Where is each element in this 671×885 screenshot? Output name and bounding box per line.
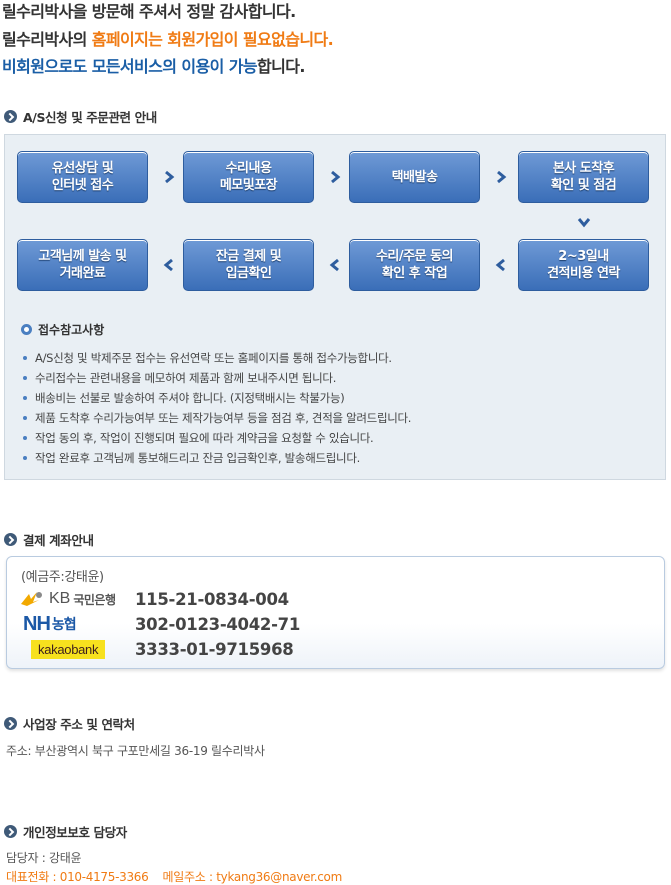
kb-account-number: 115-21-0834-004 bbox=[135, 589, 289, 609]
step-2-button: 수리내용 메모및포장 bbox=[183, 151, 314, 203]
address-section-title: 사업장 주소 및 연락처 bbox=[23, 717, 135, 732]
step-4-line-2: 확인 및 점검 bbox=[550, 178, 617, 193]
step-8-line-1: 고객님께 발송 및 bbox=[38, 249, 127, 264]
step-8-button: 고객님께 발송 및 거래완료 bbox=[17, 239, 148, 291]
kb-bank-mark: KB bbox=[49, 590, 71, 607]
payment-account-box: (예금주:강태윤) KB 국민은행 115-21-0834-004 NH 농협 … bbox=[6, 556, 665, 669]
arrow-left-icon bbox=[328, 258, 342, 272]
payment-section-title: 결제 계좌안내 bbox=[23, 533, 94, 548]
notes-list: A/S신청 및 박제주문 접수는 유선연락 또는 홈페이지를 통해 접수가능합니… bbox=[19, 348, 411, 468]
kb-bank-logo: KB 국민은행 bbox=[19, 588, 135, 610]
list-item: A/S신청 및 박제주문 접수는 유선연락 또는 홈페이지를 통해 접수가능합니… bbox=[19, 348, 411, 368]
step-4-button: 본사 도착후 확인 및 점검 bbox=[518, 151, 649, 203]
reception-notes: 접수참고사항 A/S신청 및 박제주문 접수는 유선연락 또는 홈페이지를 통해… bbox=[19, 321, 411, 468]
privacy-section-heading: 개인정보보호 담당자 bbox=[4, 822, 127, 841]
chevron-circle-icon bbox=[4, 825, 17, 838]
as-process-panel: 유선상담 및 인터넷 접수 수리내용 메모및포장 택배발송 본사 도착후 확인 … bbox=[4, 134, 666, 480]
list-item: 배송비는 선불로 발송하여 주셔야 합니다. (지정택배시는 착불가능) bbox=[19, 388, 411, 408]
address-section-heading: 사업장 주소 및 연락처 bbox=[4, 714, 135, 733]
arrow-down-icon bbox=[577, 215, 591, 229]
chevron-circle-icon bbox=[4, 533, 17, 546]
as-section-heading: A/S신청 및 주문관련 안내 bbox=[4, 107, 157, 126]
chevron-circle-icon bbox=[4, 717, 17, 730]
privacy-manager: 담당자 : 강태윤 bbox=[6, 851, 82, 865]
intro-message: 릴수리박사을 방문해 주셔서 정말 감사합니다. 릴수리박사의 홈페이지는 회원… bbox=[2, 0, 334, 80]
list-item: 수리접수는 관련내용을 메모하여 제품과 함께 보내주시면 됩니다. bbox=[19, 368, 411, 388]
list-item: 제품 도착후 수리가능여부 또는 제작가능여부 등을 점검 후, 견적을 알려드… bbox=[19, 408, 411, 428]
step-1-button: 유선상담 및 인터넷 접수 bbox=[17, 151, 148, 203]
arrow-right-icon bbox=[494, 170, 508, 184]
intro-line-3: 비회원으로도 모든서비스의 이용이 가능합니다. bbox=[2, 55, 333, 80]
arrow-left-icon bbox=[494, 258, 508, 272]
step-5-line-1: 2~3일내 bbox=[558, 249, 609, 264]
bank-row-kb: KB 국민은행 115-21-0834-004 bbox=[19, 587, 289, 611]
arrow-left-icon bbox=[162, 258, 176, 272]
intro-line-2-highlight: 홈페이지는 회원가입이 필요없습니다. bbox=[91, 29, 334, 49]
intro-line-2-prefix: 릴수리박사의 bbox=[2, 29, 92, 49]
intro-line-1: 릴수리박사을 방문해 주셔서 정말 감사합니다. bbox=[2, 2, 296, 21]
nh-bank-mark: NH bbox=[23, 612, 51, 635]
step-5-button: 2~3일내 견적비용 연락 bbox=[518, 239, 649, 291]
nh-account-number: 302-0123-4042-71 bbox=[135, 614, 300, 634]
step-7-line-1: 잔금 결제 및 bbox=[215, 249, 282, 264]
step-4-line-1: 본사 도착후 bbox=[552, 161, 615, 176]
business-address: 주소: 부산광역시 북구 구포만세길 36-19 릴수리박사 bbox=[6, 744, 265, 758]
step-6-line-1: 수리/주문 동의 bbox=[375, 249, 454, 264]
chevron-circle-icon bbox=[4, 110, 17, 123]
list-item: 작업 동의 후, 작업이 진행되며 필요에 따라 계약금을 요청할 수 있습니다… bbox=[19, 428, 411, 448]
account-holder: (예금주:강태윤) bbox=[21, 570, 104, 585]
step-7-line-2: 입금확인 bbox=[225, 266, 272, 281]
intro-line-3-suffix: 합니다. bbox=[256, 57, 305, 76]
kakaobank-mark: kakaobank bbox=[31, 639, 106, 659]
privacy-section-title: 개인정보보호 담당자 bbox=[23, 825, 127, 840]
nh-bank-name: 농협 bbox=[51, 617, 77, 633]
step-8-line-2: 거래완료 bbox=[59, 266, 106, 281]
notes-title: 접수참고사항 bbox=[38, 323, 105, 337]
intro-line-3-highlight: 비회원으로도 모든서비스의 이용이 가능 bbox=[2, 57, 258, 76]
kakao-account-number: 3333-01-9715968 bbox=[135, 639, 294, 659]
kakaobank-logo: kakaobank bbox=[19, 638, 135, 660]
step-7-button: 잔금 결제 및 입금확인 bbox=[183, 239, 314, 291]
step-5-line-2: 견적비용 연락 bbox=[547, 266, 620, 281]
step-6-button: 수리/주문 동의 확인 후 작업 bbox=[349, 239, 480, 291]
arrow-right-icon bbox=[328, 170, 342, 184]
arrow-right-icon bbox=[162, 170, 176, 184]
step-3-line-1: 택배발송 bbox=[391, 169, 438, 185]
kb-star-icon bbox=[21, 592, 42, 606]
step-2-line-1: 수리내용 bbox=[225, 161, 272, 176]
step-2-line-2: 메모및포장 bbox=[219, 178, 278, 193]
ring-bullet-icon bbox=[21, 324, 32, 335]
notes-heading: 접수참고사항 bbox=[21, 321, 411, 338]
step-6-line-2: 확인 후 작업 bbox=[381, 266, 448, 281]
bank-row-kakao: kakaobank 3333-01-9715968 bbox=[19, 637, 294, 661]
nh-bank-logo: NH 농협 bbox=[19, 613, 135, 635]
payment-section-heading: 결제 계좌안내 bbox=[4, 530, 94, 549]
list-item: 작업 완료후 고객님께 통보해드리고 잔금 입금확인후, 발송해드립니다. bbox=[19, 448, 411, 468]
kb-bank-name: 국민은행 bbox=[73, 592, 116, 607]
step-1-line-2: 인터넷 접수 bbox=[51, 178, 114, 193]
step-1-line-1: 유선상담 및 bbox=[51, 161, 114, 176]
intro-line-2: 릴수리박사의 홈페이지는 회원가입이 필요없습니다. bbox=[2, 28, 334, 53]
step-3-button: 택배발송 bbox=[349, 151, 480, 203]
as-section-title: A/S신청 및 주문관련 안내 bbox=[23, 110, 157, 125]
bank-row-nh: NH 농협 302-0123-4042-71 bbox=[19, 612, 300, 636]
contact-info: 대표전화 : 010-4175-3366 메일주소 : tykang36@nav… bbox=[6, 870, 342, 884]
